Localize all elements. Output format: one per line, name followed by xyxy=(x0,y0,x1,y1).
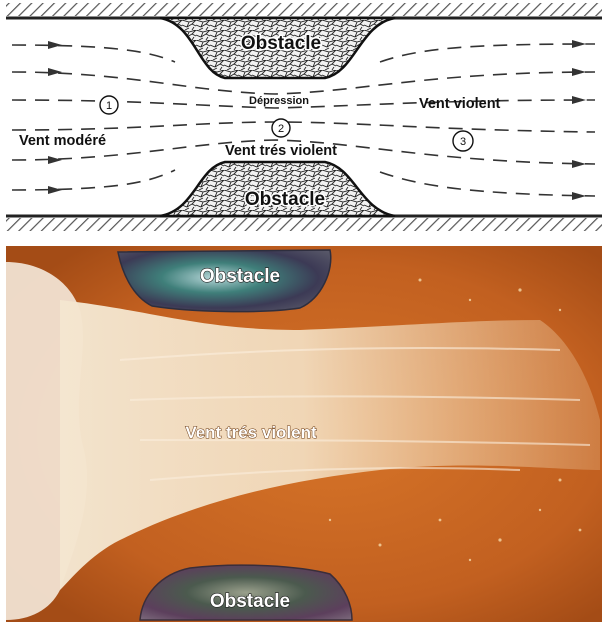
zone-3-label: Vent violent xyxy=(419,96,501,112)
wind-tunnel-photo: Obstacle Vent trés violent Obstacle xyxy=(6,246,602,622)
photo-jet-label: Vent trés violent xyxy=(185,423,317,442)
zone-2-number: 2 xyxy=(278,123,284,135)
wind-diagram: Obstacle Obstacle Dépression 1 Vent modé… xyxy=(0,0,606,238)
zone-1-label: Vent modéré xyxy=(19,133,106,149)
photo-obstacle-bottom-label: Obstacle xyxy=(210,591,290,612)
zone-3-number: 3 xyxy=(460,136,466,148)
diagram-obstacle-bottom-label: Obstacle xyxy=(245,189,325,210)
zone-2-label: Vent trés violent xyxy=(225,143,337,159)
bottom-wall xyxy=(6,218,602,231)
top-wall xyxy=(6,3,602,16)
photo-obstacle-top-label: Obstacle xyxy=(200,266,280,287)
zone-1-number: 1 xyxy=(106,100,112,112)
diagram-obstacle-top-label: Obstacle xyxy=(241,33,321,54)
depression-label: Dépression xyxy=(249,95,309,107)
